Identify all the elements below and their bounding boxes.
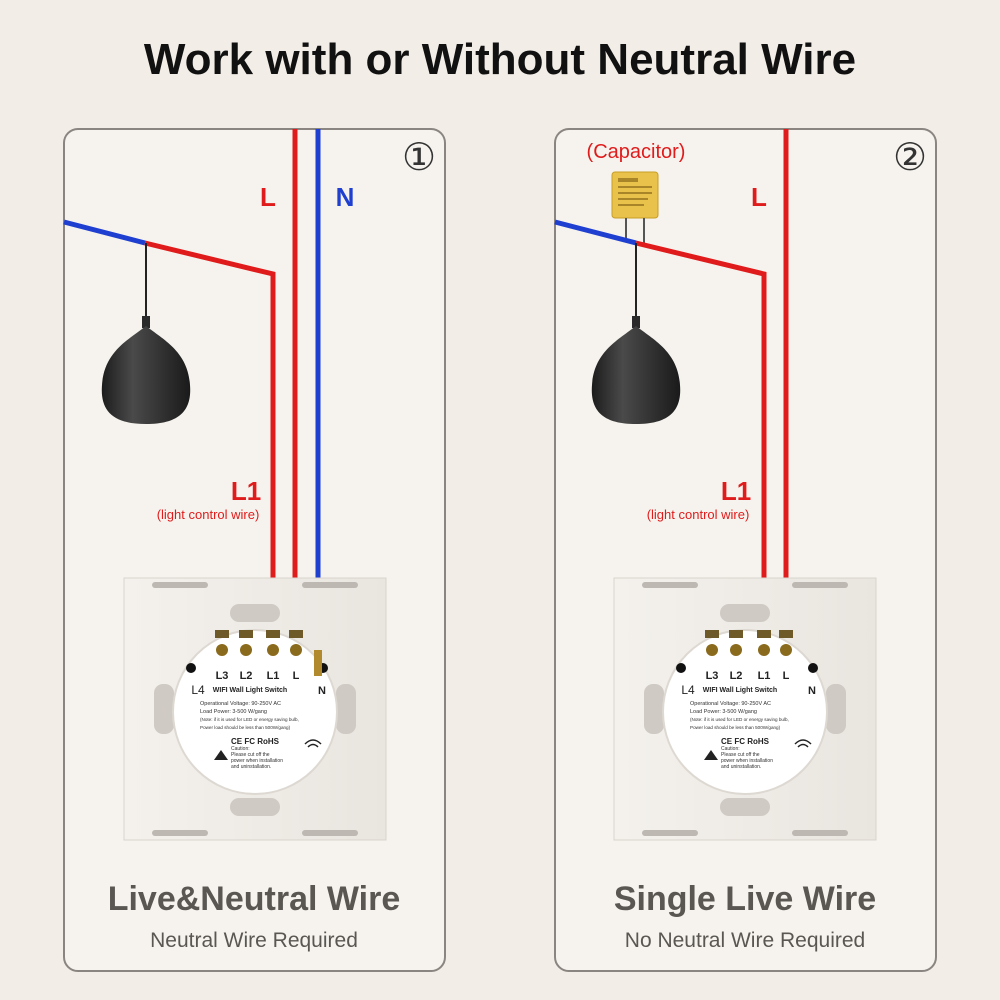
panel-subheading: Neutral Wire Required [150, 929, 358, 952]
panel-heading: Single Live Wire [614, 880, 876, 918]
neutral-wire-to-lamp [554, 219, 637, 246]
terminal-l1: L1 [267, 670, 280, 682]
terminal-n: N [318, 685, 326, 697]
control-note: (light control wire) [157, 507, 260, 522]
caution-line-2: Please cut off the [231, 752, 270, 758]
spec-line-1: Operational Voltage: 90-250V AC [690, 701, 771, 707]
spec-line-2: Load Power: 3-500 W/gang [690, 709, 757, 715]
live-label: L [751, 182, 767, 212]
control-wire-l1 [635, 240, 767, 625]
spec-line-1: Operational Voltage: 90-250V AC [200, 701, 281, 707]
terminal-n: N [808, 685, 816, 697]
panel-number: ② [893, 135, 927, 179]
caution-line-4: and uninstallation. [231, 764, 271, 770]
cert-marks: CE FC RoHS [231, 737, 280, 746]
warning-icon [214, 750, 228, 760]
spec-line-3: (Note: if it is used for LED or energy s… [200, 717, 299, 722]
caution-line-3: power when installation [231, 758, 283, 764]
caution-line-1: Caution: [231, 746, 250, 752]
neutral-label: N [336, 182, 355, 212]
wifi-icon [794, 739, 812, 748]
terminal-l: L [783, 670, 790, 682]
caution-line-4: and uninstallation. [721, 764, 761, 770]
panel-frame [63, 128, 446, 972]
switch-module: L3 L2 L1 L L4 N WIFI Wall Light Switch O… [123, 577, 387, 841]
caution-line-2: Please cut off the [721, 752, 760, 758]
terminal-l4: L4 [681, 683, 695, 697]
switch-title: WIFI Wall Light Switch [703, 687, 777, 694]
warning-icon [704, 750, 718, 760]
panel-frame [554, 128, 937, 972]
pendant-lamp-icon [591, 243, 681, 424]
spec-line-4: Power load should be less than 500W/gang… [200, 725, 291, 730]
caution-line-3: power when installation [721, 758, 773, 764]
panel-subheading: No Neutral Wire Required [625, 929, 865, 952]
panel-heading: Live&Neutral Wire [108, 880, 401, 918]
caution-line-1: Caution: [721, 746, 740, 752]
page-title: Work with or Without Neutral Wire [144, 35, 856, 84]
switch-module: L3 L2 L1 L L4 N WIFI Wall Light Switch O… [613, 577, 877, 841]
neutral-wire-to-lamp [63, 219, 146, 246]
cert-marks: CE FC RoHS [721, 737, 770, 746]
terminal-block [705, 630, 793, 656]
panel-2: ② (Capacitor) L L1 (light control wire) [554, 128, 937, 972]
terminal-l1: L1 [758, 670, 771, 682]
terminal-l2: L2 [730, 670, 743, 682]
spec-line-3: (Note: if it is used for LED or energy s… [690, 717, 789, 722]
wifi-icon [304, 739, 322, 748]
control-label: L1 [721, 476, 751, 506]
terminal-block [215, 630, 322, 676]
panel-1: ① L N L1 (light control wire) [63, 128, 446, 972]
control-note: (light control wire) [647, 507, 750, 522]
terminal-l3: L3 [216, 670, 229, 682]
terminal-l3: L3 [706, 670, 719, 682]
terminal-l4: L4 [191, 683, 205, 697]
spec-line-4: Power load should be less than 500W/gang… [690, 725, 781, 730]
pendant-lamp-icon [101, 243, 191, 424]
capacitor-label: (Capacitor) [587, 141, 686, 163]
terminal-l2: L2 [240, 670, 253, 682]
control-wire-l1 [144, 240, 276, 625]
spec-line-2: Load Power: 3-500 W/gang [200, 709, 267, 715]
switch-title: WIFI Wall Light Switch [213, 687, 287, 694]
control-label: L1 [231, 476, 261, 506]
terminal-l: L [293, 670, 300, 682]
panel-number: ① [402, 135, 436, 179]
live-label: L [260, 182, 276, 212]
capacitor-icon [611, 171, 659, 245]
